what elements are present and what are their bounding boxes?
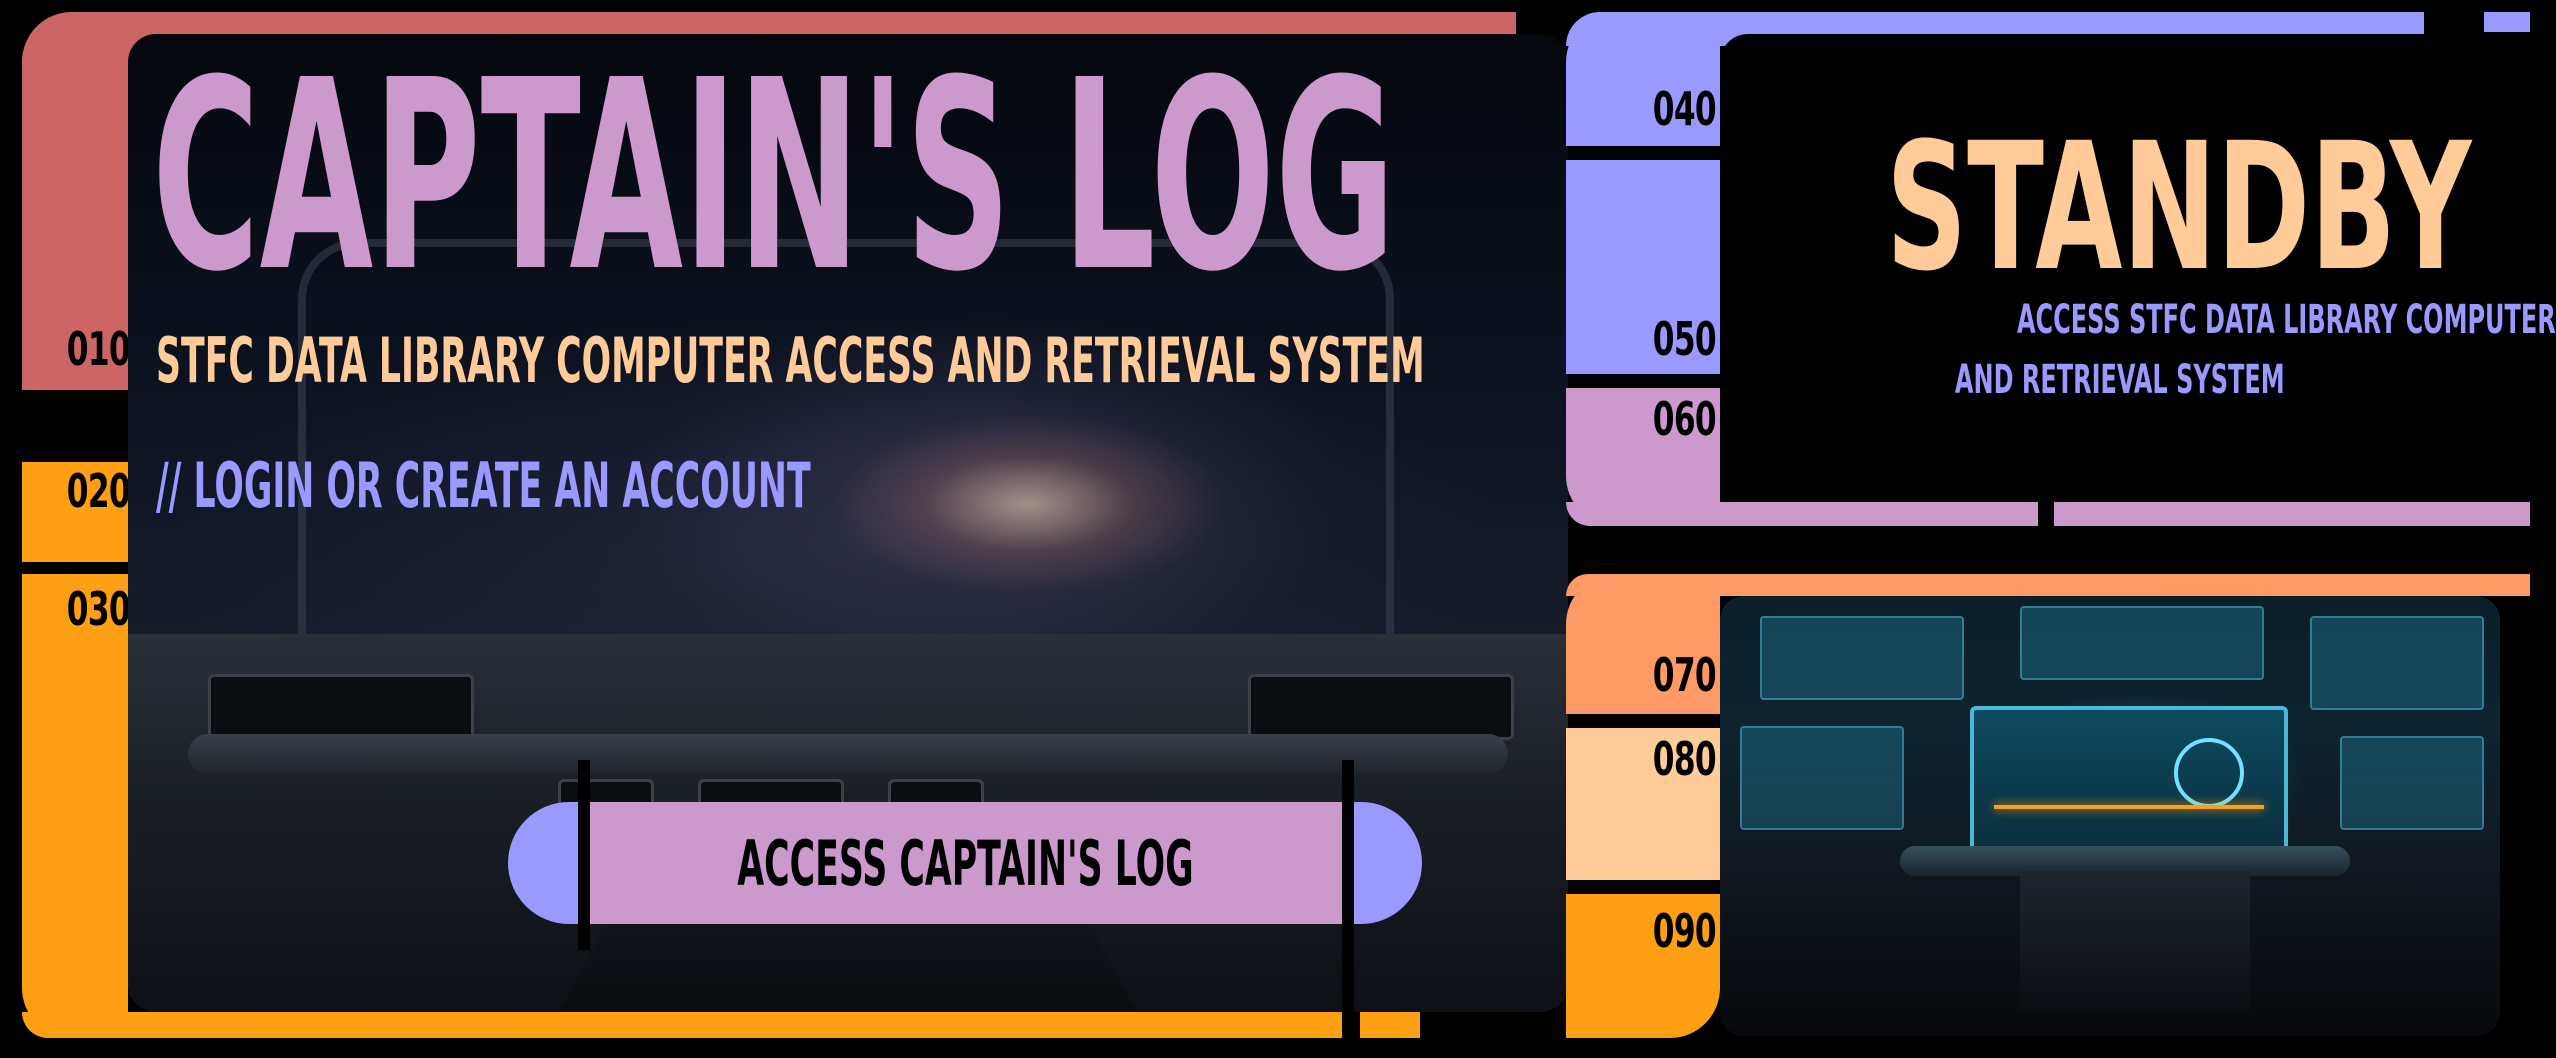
page-subtitle: STFC DATA LIBRARY COMPUTER ACCESS AND RE…	[156, 324, 1425, 397]
access-button-label-area[interactable]: ACCESS CAPTAIN'S LOG	[588, 802, 1342, 924]
code-070: 070	[1652, 648, 1717, 702]
standby-screen	[1720, 34, 2530, 502]
wall-display	[1760, 616, 1964, 700]
lcars-bottom-bar-right	[1360, 1012, 1420, 1038]
terminal-screen	[1970, 706, 2288, 864]
lcars-block-020	[22, 462, 128, 562]
access-button-label: ACCESS CAPTAIN'S LOG	[736, 826, 1194, 900]
standby-line-2: AND RETRIEVAL SYSTEM	[1955, 357, 2285, 403]
lcars-elbow-070	[1566, 574, 1720, 714]
code-050: 050	[1652, 312, 1717, 366]
button-post-right	[1342, 760, 1354, 1038]
code-060: 060	[1652, 392, 1717, 446]
lcars-bottom-right-bar-2	[2054, 502, 2530, 526]
lcars-elbow-090	[1566, 894, 1720, 1038]
code-010: 010	[66, 322, 131, 376]
lcars-elbow-010	[22, 12, 128, 390]
wall-display	[1740, 726, 1904, 830]
console-panel	[208, 674, 474, 740]
console-panel	[1248, 674, 1514, 740]
lcars-block-080	[1566, 728, 1720, 880]
lcars-elbow-030	[22, 574, 128, 1038]
code-090: 090	[1652, 904, 1717, 958]
viewport-window-frame	[298, 239, 1394, 687]
lcars-elbow-040	[1566, 12, 1720, 146]
code-030: 030	[66, 582, 131, 636]
standby-title: STANDBY	[1886, 105, 2472, 310]
waveform-line	[1994, 805, 2264, 809]
lcars-bottom-right-bar	[1566, 502, 2038, 526]
lcars-top-right-cap	[2484, 12, 2530, 32]
standby-subtitle: ACCESS STFC DATA LIBRARY COMPUTER ACCESS…	[1800, 290, 2556, 410]
login-prompt-link[interactable]: // LOGIN OR CREATE AN ACCOUNT	[156, 449, 811, 522]
computer-terminal-image	[1720, 596, 2500, 1036]
code-040: 040	[1652, 82, 1717, 136]
lcars-top-bottom-right-bar	[1566, 574, 2530, 596]
button-post-left	[578, 760, 590, 950]
lcars-bottom-bar	[22, 1012, 1342, 1038]
scanner-circle-icon	[2174, 738, 2244, 808]
access-captains-log-button[interactable]: ACCESS CAPTAIN'S LOG	[508, 802, 1422, 924]
page-title: CAPTAIN'S LOG	[152, 24, 1396, 329]
standby-line-1: ACCESS STFC DATA LIBRARY COMPUTER ACCESS	[2016, 297, 2556, 343]
console-rail	[188, 734, 1508, 774]
lcars-block-050	[1566, 160, 1720, 374]
wall-display	[2310, 616, 2484, 710]
wall-display	[2020, 606, 2264, 680]
code-020: 020	[66, 464, 131, 518]
terminal-base	[2020, 871, 2250, 1011]
wall-display	[2340, 736, 2484, 830]
code-080: 080	[1652, 732, 1717, 786]
